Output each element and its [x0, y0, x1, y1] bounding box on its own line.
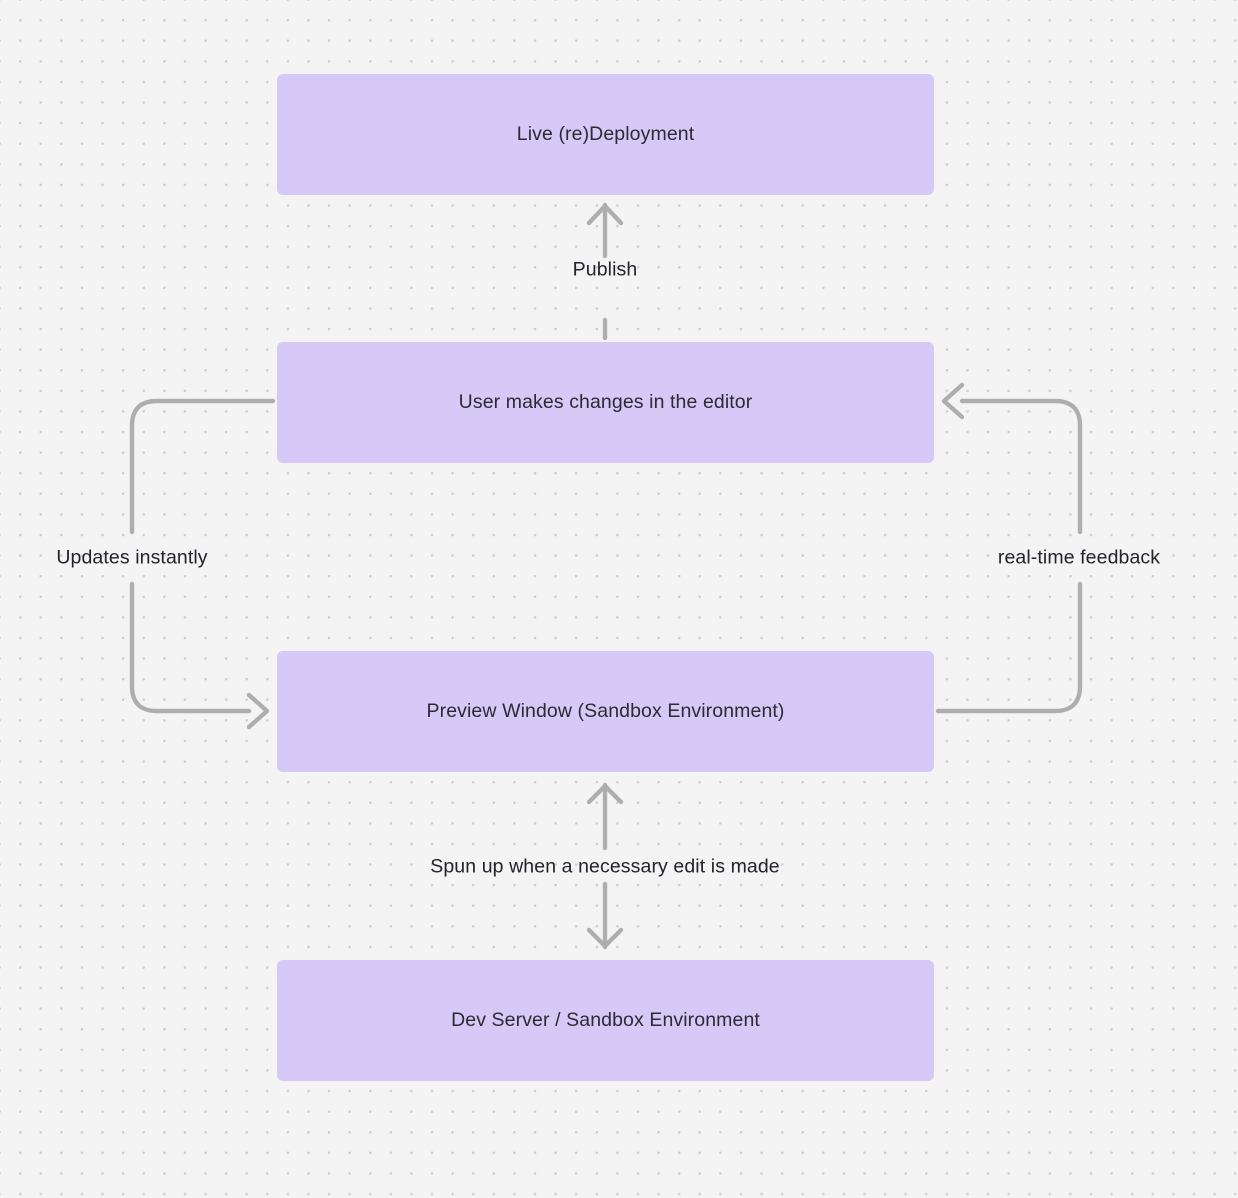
node-dev-server[interactable]: Dev Server / Sandbox Environment	[277, 960, 934, 1081]
edge-updates-instantly	[129, 398, 276, 730]
spun-up-arrowhead-down	[586, 927, 624, 949]
node-user-editor[interactable]: User makes changes in the editor	[277, 342, 934, 463]
real-time-feedback-arrowhead	[941, 382, 965, 420]
node-user-editor-label: User makes changes in the editor	[458, 390, 753, 413]
publish-arrowhead	[586, 203, 624, 226]
edge-publish	[586, 202, 624, 341]
spun-up-arrowhead-up	[586, 783, 624, 805]
node-preview-window-label: Preview Window (Sandbox Environment)	[426, 699, 785, 722]
edge-real-time-feedback	[935, 382, 1083, 714]
node-live-deployment-label: Live (re)Deployment	[516, 122, 695, 145]
updates-instantly-arrowhead	[246, 692, 270, 730]
node-live-deployment[interactable]: Live (re)Deployment	[277, 74, 934, 195]
edge-spun-up	[586, 782, 624, 950]
node-preview-window[interactable]: Preview Window (Sandbox Environment)	[277, 651, 934, 772]
node-dev-server-label: Dev Server / Sandbox Environment	[451, 1008, 760, 1031]
